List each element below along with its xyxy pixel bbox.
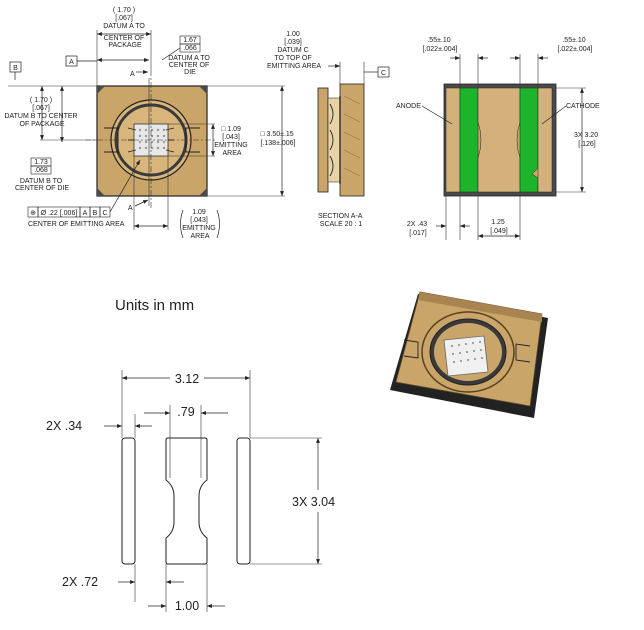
pad-width-text: 2X .43 [.017]: [407, 221, 429, 237]
box-068: [30, 165, 52, 175]
footprint: Units in mm 3.12 .79 2X .34 3X 3.04 2X: [46, 297, 335, 613]
gap-left-text: .55±.10 [.022±.004]: [423, 37, 458, 53]
package-corner: [199, 188, 207, 196]
datum-b-pkg-text: ( 1.70 ) [.067] DATUM B TO CENTER OF PAC…: [4, 97, 79, 128]
datum-a-die-text: DATUM A TO CENTER OF DIE: [168, 55, 212, 76]
fp-overall-width: 3.12: [175, 372, 199, 386]
anode-leader: [421, 105, 453, 125]
center-pad-text: 1.25 [.049]: [490, 219, 508, 235]
cathode-leader: [541, 105, 567, 125]
fp-center-width: 1.00: [175, 599, 199, 613]
tol-caption: CENTER OF EMITTING AREA: [28, 221, 125, 228]
tol-datum-b: B: [93, 210, 98, 217]
pad-anode-outer: [445, 87, 461, 193]
section-hatch: [343, 95, 361, 177]
section-left-wall: [317, 87, 329, 193]
datum-a-pkg-text: ( 1.70 ) [.067] DATUM A TO CENTER OF PAC…: [103, 7, 147, 49]
footprint-pad-right: [236, 437, 251, 565]
datum-c-label: C: [381, 70, 386, 77]
datum-c-box: [377, 66, 390, 78]
die-dots: [138, 128, 166, 150]
section-cavity: [327, 97, 341, 183]
section-view: C 1.00 [.039] DATUM C TO TOP OF EMITTING…: [267, 31, 390, 228]
tol-leader: [109, 159, 141, 213]
footprint-pad-left: [121, 437, 136, 565]
section-caption: SECTION A-A SCALE 20 : 1: [318, 213, 364, 228]
datum-a-die-val: 1.67: [183, 37, 197, 44]
render-trace: [515, 343, 531, 363]
paren: [216, 209, 220, 239]
section-marker-top: A: [130, 71, 135, 78]
render-die: [443, 335, 489, 377]
render-top-edge: [418, 292, 542, 322]
pad-length-text: 3X 3.20 [.126]: [574, 132, 600, 148]
paren: [180, 209, 184, 239]
leader-die: [161, 47, 181, 61]
top-view: ( 1.70 ) [.067] DATUM A TO CENTER OF PAC…: [4, 7, 295, 240]
units-title: Units in mm: [115, 297, 194, 314]
fp-pad-length: 3X 3.04: [292, 495, 335, 509]
pad-cathode-green: [519, 87, 539, 193]
section-wires: [329, 103, 334, 177]
cathode-label: CATHODE: [566, 103, 600, 110]
anode-label: ANODE: [396, 103, 421, 110]
package-3d-render: [390, 291, 548, 418]
emit-w-text: 1.09 [.043] EMITTING AREA: [182, 209, 217, 240]
section-arrow-bottom: [134, 199, 149, 207]
pad-cathode-outer: [537, 87, 553, 193]
fp-gap: 2X .72: [62, 575, 98, 589]
bottom-view: .55±.10 [.022±.004] .55±.10 [.022±.004] …: [396, 37, 600, 240]
render-trace: [403, 339, 419, 359]
datum-a-label: A: [69, 59, 74, 66]
gap-right-text: .55±.10 [.022±.004]: [558, 37, 593, 53]
datum-b-box: [9, 61, 22, 73]
pad-anode-green: [459, 87, 479, 193]
section-right-wall: [339, 83, 365, 197]
datum-b-die-inch: .068: [34, 167, 48, 174]
footprint-pad-center: [165, 437, 208, 565]
emit-h-text: □ 1.09 [.043] EMITTING AREA: [214, 126, 249, 157]
fp-center-neck: .79: [177, 405, 194, 419]
package-corner: [97, 188, 105, 196]
tol-datum-c: C: [102, 210, 107, 217]
pkg-size-text: □ 3.50±.15 [.138±.006]: [260, 131, 295, 147]
datum-b-label: B: [13, 65, 18, 72]
fp-side-pad-width: 2X .34: [46, 419, 82, 433]
section-marker-bottom: A: [128, 205, 133, 212]
pad-center: [477, 87, 521, 193]
tol-symbol: ⊕: [30, 210, 36, 217]
datum-b-die-text: DATUM B TO CENTER OF DIE: [15, 178, 69, 192]
tol-datum-a: A: [83, 210, 88, 217]
render-die-dots: [450, 340, 484, 364]
datum-a-die-inch: .066: [183, 45, 197, 52]
datum-c-text: 1.00 [.039] DATUM C TO TOP OF EMITTING A…: [267, 31, 321, 70]
tol-value: Ø .22 [.006]: [41, 210, 78, 217]
package-corner: [199, 86, 207, 94]
datum-b-die-val: 1.73: [34, 159, 48, 166]
package-corner: [97, 86, 105, 94]
